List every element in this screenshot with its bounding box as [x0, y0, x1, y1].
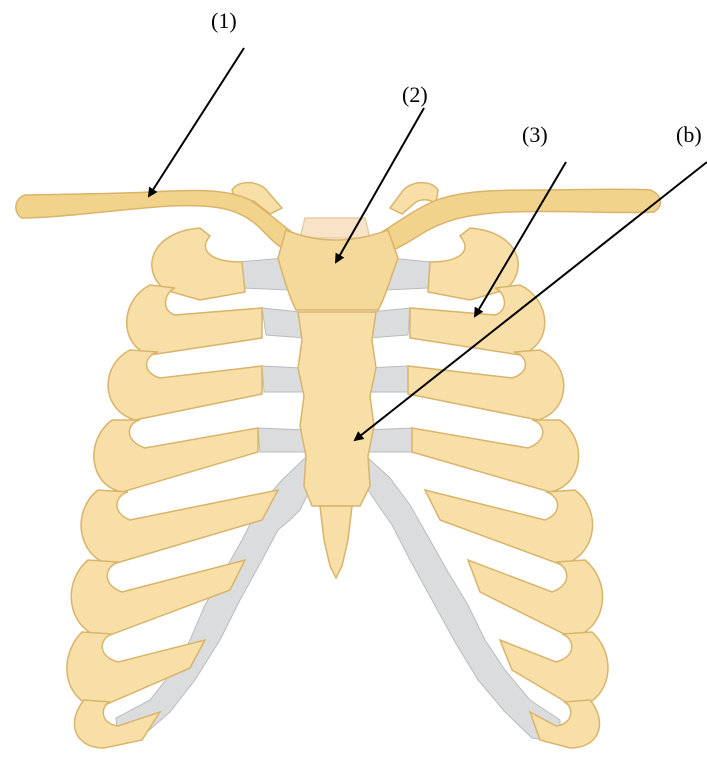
label-b: (b) [676, 124, 702, 146]
manubrium [278, 230, 398, 310]
label-1: (1) [211, 10, 237, 32]
arrow-1 [149, 48, 244, 196]
xiphoid-process [320, 506, 352, 578]
label-3: (3) [522, 124, 548, 146]
sternum-body [298, 312, 376, 506]
ribs-right [408, 228, 608, 748]
label-2: (2) [402, 84, 428, 106]
ribs-left [67, 228, 278, 748]
